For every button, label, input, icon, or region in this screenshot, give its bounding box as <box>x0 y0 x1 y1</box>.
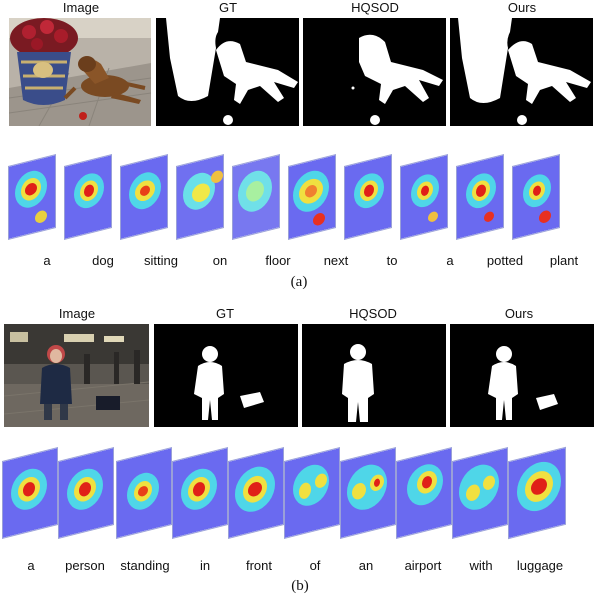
attention-map-a-7 <box>344 154 392 240</box>
attention-map-a-4 <box>176 154 224 240</box>
word-a-7: to <box>386 253 398 268</box>
word-a-3: sitting <box>144 253 178 268</box>
header-hqsod-b: HQSOD <box>349 306 397 321</box>
attention-map-b-1 <box>2 447 58 539</box>
header-ours-b: Ours <box>504 306 534 321</box>
photo-dog <box>9 18 151 126</box>
hqsod-mask-a <box>303 18 446 126</box>
attention-map-b-8 <box>396 447 452 539</box>
attention-map-a-6 <box>288 154 336 240</box>
word-b-7: an <box>358 558 374 573</box>
word-a-5: floor <box>265 253 291 268</box>
ours-mask-a <box>450 18 593 126</box>
word-a-8: a <box>446 253 454 268</box>
gt-mask-a <box>156 18 299 126</box>
ours-mask-b <box>450 324 594 427</box>
caption-a: (a) <box>290 274 308 290</box>
attention-map-b-9 <box>452 447 508 539</box>
word-b-1: a <box>27 558 35 573</box>
word-a-4: on <box>212 253 228 268</box>
attention-map-b-10 <box>508 446 566 540</box>
word-a-2: dog <box>92 253 114 268</box>
hqsod-mask-b <box>302 324 446 427</box>
word-a-6: next <box>323 253 349 268</box>
caption-b: (b) <box>291 578 309 594</box>
header-hqsod-a: HQSOD <box>351 0 399 15</box>
word-a-1: a <box>43 253 51 268</box>
word-a-10: plant <box>549 253 579 268</box>
gt-mask-b <box>154 324 298 427</box>
word-b-4: in <box>199 558 211 573</box>
attention-map-a-5 <box>232 154 280 240</box>
attention-map-b-5 <box>228 447 284 539</box>
header-gt-b: GT <box>215 306 235 321</box>
header-image-a: Image <box>62 0 100 15</box>
word-a-9: potted <box>486 253 524 268</box>
header-gt-a: GT <box>218 0 238 15</box>
photo-airport <box>4 324 149 427</box>
word-b-8: airport <box>404 558 442 573</box>
header-image-b: Image <box>58 306 96 321</box>
word-b-2: person <box>65 558 105 573</box>
attention-map-a-1 <box>8 154 56 240</box>
attention-map-a-9 <box>456 154 504 240</box>
attention-map-a-8 <box>400 154 448 240</box>
word-b-5: front <box>245 558 272 573</box>
word-b-10: luggage <box>516 558 564 573</box>
attention-map-b-2 <box>58 447 114 539</box>
word-b-9: with <box>469 558 493 573</box>
attention-map-b-3 <box>116 447 172 539</box>
word-b-3: standing <box>120 558 170 573</box>
attention-map-b-6 <box>284 447 340 539</box>
attention-map-a-10 <box>512 154 560 240</box>
word-b-6: of <box>309 558 321 573</box>
attention-map-b-7 <box>340 447 396 539</box>
attention-map-a-2 <box>64 154 112 240</box>
header-ours-a: Ours <box>507 0 537 15</box>
attention-map-b-4 <box>172 447 228 539</box>
attention-map-a-3 <box>120 154 168 240</box>
